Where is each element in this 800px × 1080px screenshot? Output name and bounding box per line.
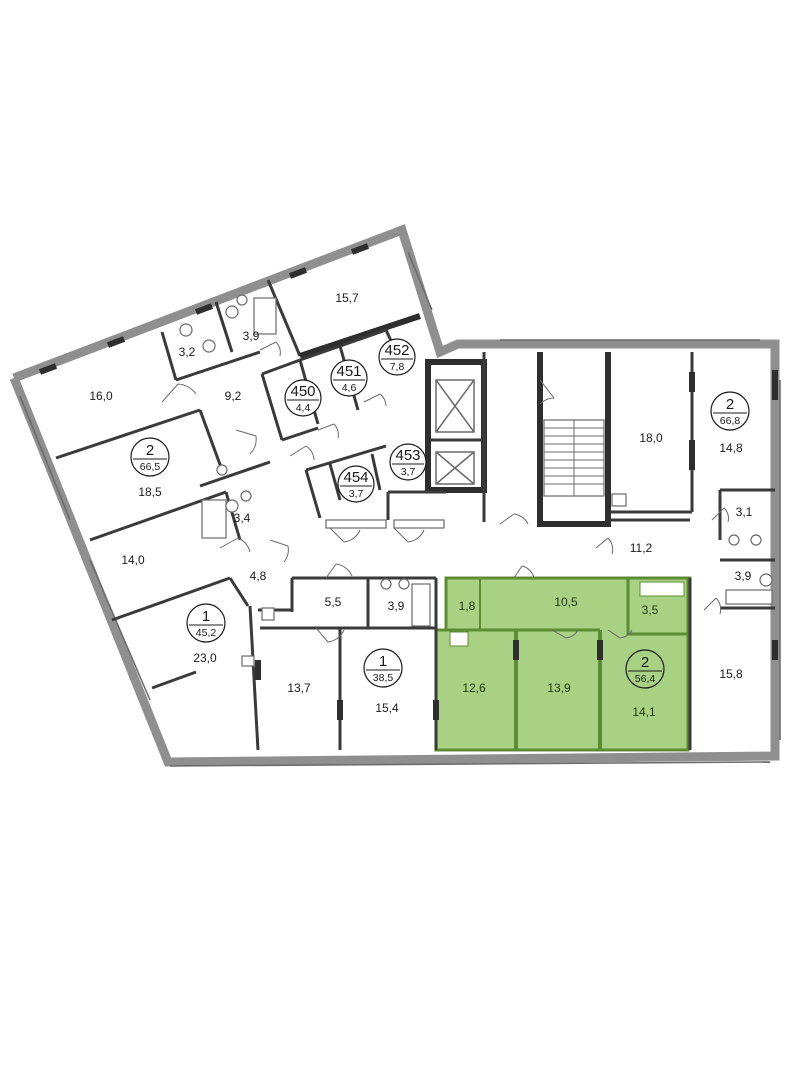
svg-text:7,8: 7,8 [390, 361, 405, 373]
storage-marker[interactable]: 452 7,8 [378, 338, 416, 376]
svg-text:4,4: 4,4 [296, 402, 311, 414]
svg-text:454: 454 [343, 469, 368, 486]
room-area: 23,0 [193, 651, 217, 665]
apartment-marker[interactable]: 1 38,5 [363, 648, 403, 688]
room-area: 18,0 [639, 431, 663, 445]
svg-text:66,8: 66,8 [720, 415, 741, 427]
room-area: 3,1 [736, 505, 753, 519]
room-area: 5,5 [325, 595, 342, 609]
room-area: 3,9 [735, 569, 752, 583]
storage-marker[interactable]: 450 4,4 [284, 379, 322, 417]
svg-text:66,5: 66,5 [140, 461, 161, 473]
apartment-marker[interactable]: 2 66,5 [130, 437, 170, 477]
room-area: 18,5 [138, 485, 162, 499]
room-area: 3,4 [234, 511, 251, 525]
svg-text:2: 2 [146, 442, 154, 459]
storage-marker[interactable]: 453 3,7 [389, 443, 427, 481]
bathroom-fixtures [179, 294, 773, 667]
svg-text:38,5: 38,5 [373, 672, 394, 684]
svg-text:56,4: 56,4 [635, 673, 656, 685]
apartment-marker-highlighted[interactable]: 2 56,4 [625, 649, 665, 689]
svg-text:3,7: 3,7 [401, 466, 416, 478]
svg-text:3,7: 3,7 [349, 488, 364, 500]
room-area: 3,2 [179, 345, 196, 359]
room-labels: 15,7 3,9 3,2 16,0 9,2 18,5 3,4 14,0 4,8 … [89, 291, 752, 719]
room-area-highlighted: 14,1 [632, 705, 656, 719]
storage-marker[interactable]: 451 4,6 [330, 359, 368, 397]
room-area-highlighted: 3,5 [642, 603, 659, 617]
svg-text:450: 450 [290, 383, 315, 400]
svg-text:453: 453 [395, 447, 420, 464]
room-area: 13,7 [287, 681, 311, 695]
room-area: 4,8 [250, 569, 267, 583]
outer-walls [9, 224, 781, 767]
room-area: 14,8 [719, 441, 743, 455]
room-area: 15,7 [335, 291, 359, 305]
svg-text:1: 1 [202, 608, 210, 625]
room-area: 16,0 [89, 389, 113, 403]
apartment-markers: 2 66,8 2 66,5 1 45,2 1 38,5 2 56,4 [130, 338, 750, 689]
room-area-highlighted: 13,9 [547, 681, 571, 695]
storage-marker[interactable]: 454 3,7 [337, 465, 375, 503]
room-area: 9,2 [225, 389, 242, 403]
room-area: 14,0 [121, 553, 145, 567]
svg-text:452: 452 [384, 342, 409, 359]
room-area: 15,4 [375, 701, 399, 715]
room-area: 3,9 [243, 329, 260, 343]
doors [161, 341, 729, 643]
room-area: 3,9 [388, 599, 405, 613]
room-area: 11,2 [630, 541, 653, 555]
svg-text:2: 2 [726, 396, 734, 413]
highlighted-apartment[interactable] [434, 576, 692, 752]
svg-text:2: 2 [641, 654, 649, 671]
svg-text:45,2: 45,2 [196, 627, 217, 639]
room-area: 15,8 [719, 667, 743, 681]
apartment-marker[interactable]: 2 66,8 [710, 391, 750, 431]
apartment-marker[interactable]: 1 45,2 [186, 603, 226, 643]
room-area-highlighted: 10,5 [554, 595, 578, 609]
interior-walls [55, 279, 778, 751]
svg-text:4,6: 4,6 [342, 382, 357, 394]
room-area-highlighted: 12,6 [462, 681, 486, 695]
room-area-highlighted: 1,8 [459, 599, 476, 613]
svg-text:1: 1 [379, 653, 387, 670]
svg-text:451: 451 [336, 363, 361, 380]
